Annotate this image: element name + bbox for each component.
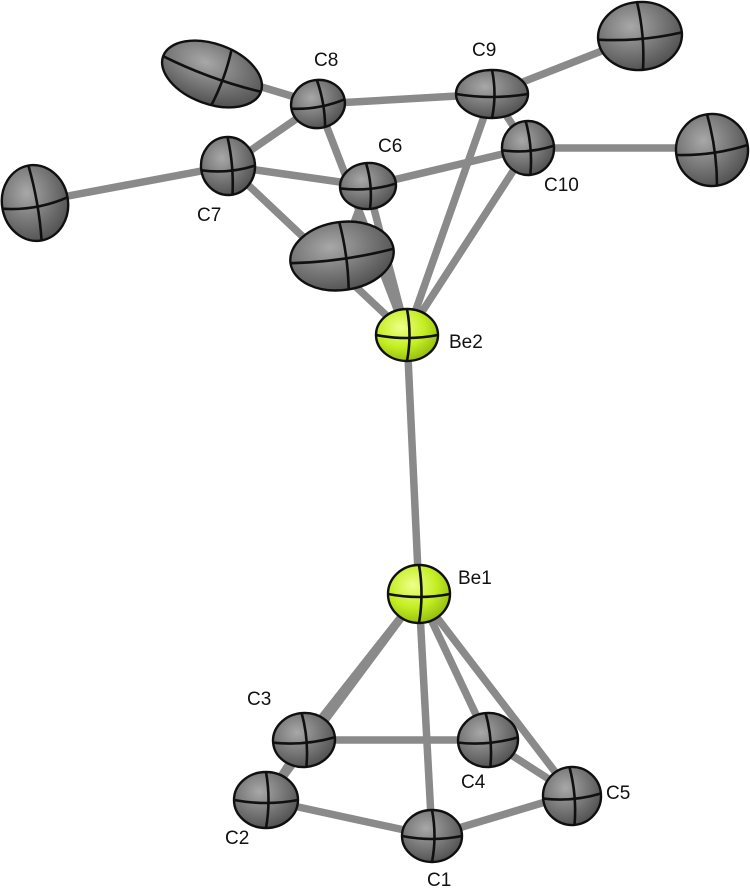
label-be1: Be1 xyxy=(458,568,492,589)
bond-be2-c9 xyxy=(403,90,496,339)
atom-methyl-c6 xyxy=(289,220,395,292)
bonds-group xyxy=(32,32,714,840)
label-c10: C10 xyxy=(544,175,579,196)
label-c6: C6 xyxy=(378,136,402,157)
bond-be1-c1 xyxy=(415,590,436,840)
atoms-group xyxy=(0,0,750,864)
atom-methyl-c8 xyxy=(160,39,264,109)
atom-labels: C8 C9 C6 C7 C10 Be2 Be1 C3 C4 C5 C2 C1 xyxy=(197,40,630,891)
atom-c6 xyxy=(338,161,398,211)
atom-methyl-c9 xyxy=(596,0,684,72)
label-c5: C5 xyxy=(606,783,630,804)
atom-c1 xyxy=(400,808,464,864)
bond-be1-c5 xyxy=(415,590,576,798)
atom-c10 xyxy=(500,119,556,177)
label-c9: C9 xyxy=(472,40,496,61)
label-c2: C2 xyxy=(225,828,249,849)
atom-c9 xyxy=(454,68,530,120)
atom-be2 xyxy=(374,307,440,363)
label-c3: C3 xyxy=(247,689,271,710)
atom-be1 xyxy=(386,563,452,625)
atom-methyl-c7 xyxy=(0,163,70,243)
atom-c4 xyxy=(456,711,520,769)
atom-c5 xyxy=(541,765,603,827)
atom-c3 xyxy=(271,711,337,769)
label-c7: C7 xyxy=(197,205,221,226)
label-be2: Be2 xyxy=(449,332,483,353)
label-c8: C8 xyxy=(314,50,338,71)
bond-be2-c8 xyxy=(314,100,411,339)
atom-c7 xyxy=(199,135,257,197)
label-c1: C1 xyxy=(427,870,451,891)
label-c4: C4 xyxy=(461,772,486,793)
atom-c2 xyxy=(232,770,300,830)
bond-be2-c10 xyxy=(403,144,532,339)
atom-methyl-c10 xyxy=(674,112,750,188)
bond-be1-c2 xyxy=(262,590,423,804)
atom-c8 xyxy=(289,78,347,130)
bond-be2-be1 xyxy=(403,331,423,598)
